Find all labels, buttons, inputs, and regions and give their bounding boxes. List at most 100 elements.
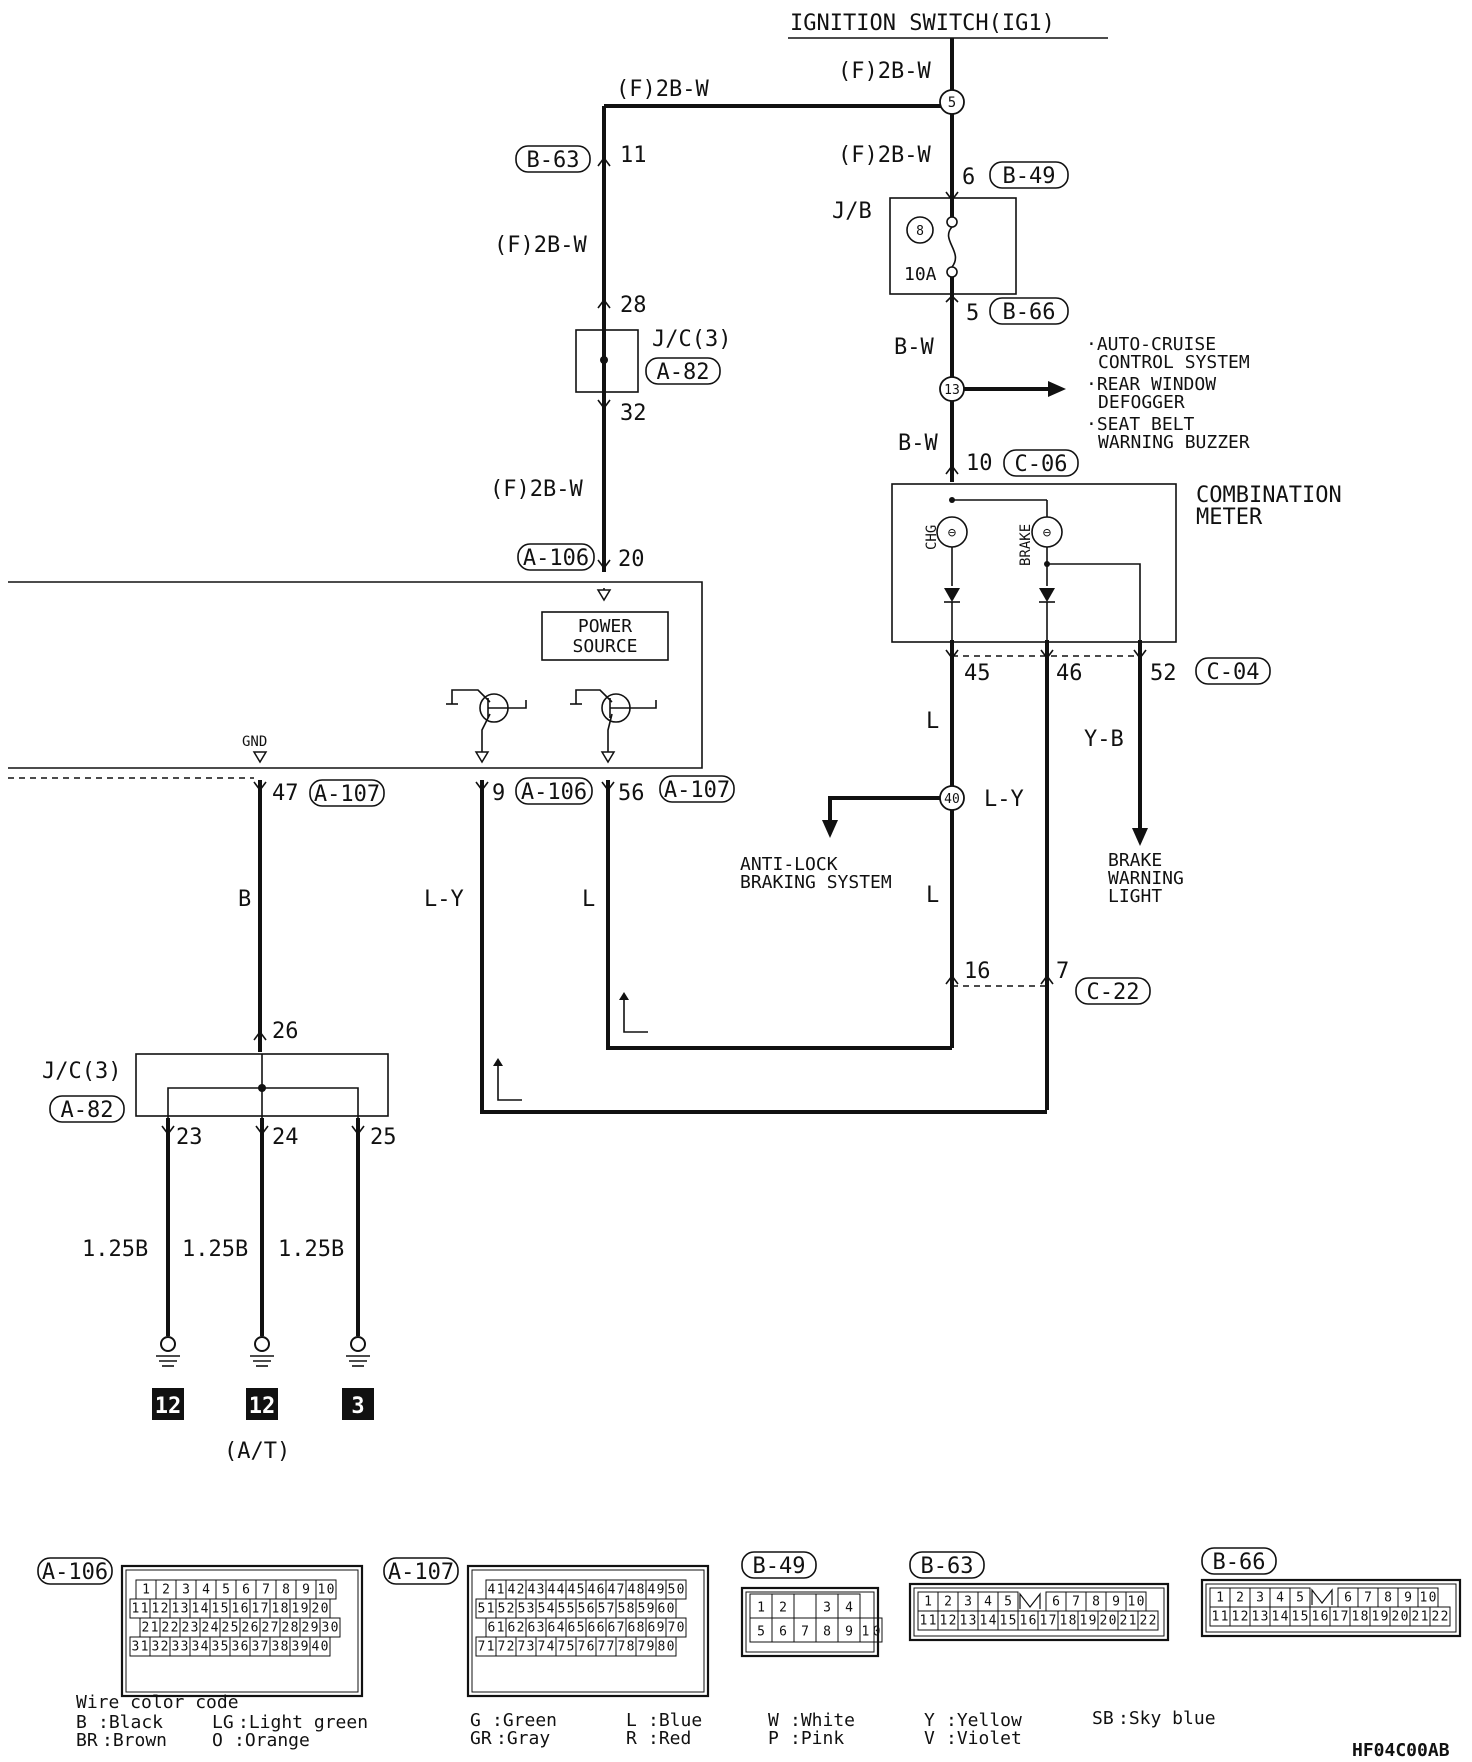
pin-label: 4 [1276, 1591, 1284, 1606]
pin-label: 79 [638, 1640, 655, 1655]
svg-text:A-82: A-82 [657, 360, 710, 385]
svg-text:25: 25 [370, 1125, 397, 1150]
pin-label: 14 [192, 1602, 209, 1617]
pin-label: 7 [1364, 1591, 1372, 1606]
ground-icon: 12 [246, 1336, 278, 1420]
gnd-label: GND [242, 734, 267, 750]
pin-label: 16 [1312, 1610, 1329, 1625]
svg-text:46: 46 [1056, 661, 1083, 686]
svg-text:20: 20 [618, 547, 645, 572]
label-ly-1: L-Y [984, 787, 1024, 812]
svg-text:45: 45 [964, 661, 991, 686]
destinations: ·AUTO-CRUISE CONTROL SYSTEM ·REAR WINDOW… [740, 334, 1250, 907]
pin-label: 25 [222, 1621, 239, 1636]
label-l-1: L [926, 709, 939, 734]
pin-label: 9 [845, 1624, 853, 1639]
pin-label: 1 [757, 1600, 765, 1615]
pin-label: 18 [1352, 1610, 1369, 1625]
pin-label: 28 [282, 1621, 299, 1636]
legend-code: SB [1092, 1708, 1114, 1729]
tag-a82-top: A-82 [645, 357, 721, 385]
pin-label: 58 [618, 1602, 635, 1617]
legend-code: G [470, 1710, 481, 1731]
legend-code: O [212, 1730, 223, 1751]
svg-text:COMBINATION: COMBINATION [1196, 483, 1342, 508]
label-125b-3: 1.25B [278, 1237, 344, 1262]
pin-label: 3 [823, 1600, 831, 1615]
pin-label: 70 [668, 1621, 685, 1636]
svg-text:7: 7 [1056, 959, 1069, 984]
pin-label: 7 [801, 1624, 809, 1639]
svg-text:·REAR WINDOW: ·REAR WINDOW [1086, 374, 1216, 395]
svg-text:SOURCE: SOURCE [572, 636, 637, 657]
combination-meter: COMBINATION METER ⊖ CHG ⊖ BRAKE [891, 483, 1342, 657]
junction-block: J/B 8 10A [832, 197, 1017, 296]
pin-label: 19 [1080, 1614, 1097, 1629]
pin-label: 10 [1420, 1591, 1437, 1606]
pin-label: 17 [1332, 1610, 1349, 1625]
pin-label: 5 [757, 1624, 765, 1639]
pin-label: 9 [1404, 1591, 1412, 1606]
pin-label: 18 [1060, 1614, 1077, 1629]
svg-text:BRAKE: BRAKE [1018, 524, 1034, 566]
pin-label: 17 [252, 1602, 269, 1617]
legend-color-name: :Violet [946, 1728, 1022, 1749]
tag-a82-bottom: A-82 [49, 1095, 125, 1123]
svg-text:47: 47 [272, 781, 299, 806]
pin-label: 10 [862, 1624, 881, 1639]
pin-label: 2 [779, 1600, 787, 1615]
wire-branch-40 [828, 796, 940, 822]
pin-label: 1 [142, 1583, 150, 1598]
pin-label: 4 [984, 1595, 992, 1610]
legend-code: P [768, 1728, 779, 1749]
svg-text:5: 5 [948, 95, 956, 111]
svg-text:METER: METER [1196, 505, 1263, 530]
pin-label: 5 [1004, 1595, 1012, 1610]
pin-label: 35 [212, 1640, 229, 1655]
pin-label: 47 [608, 1583, 625, 1598]
label-f2bw-3: (F)2B-W [838, 143, 931, 168]
pin-label: 29 [302, 1621, 319, 1636]
label-bw-2: B-W [898, 431, 938, 456]
pin-label: 39 [292, 1640, 309, 1655]
pin-label: 40 [312, 1640, 329, 1655]
tag-b66: B-66 [989, 297, 1069, 325]
pin-label: 12 [1232, 1610, 1249, 1625]
pin-label: 17 [1040, 1614, 1057, 1629]
svg-text:C-22: C-22 [1087, 980, 1140, 1005]
pin-label: 1 [1216, 1591, 1224, 1606]
svg-text:A-107: A-107 [664, 778, 730, 803]
pin-label: 43 [528, 1583, 545, 1598]
svg-text:DEFOGGER: DEFOGGER [1098, 392, 1185, 413]
svg-text:C-06: C-06 [1015, 452, 1068, 477]
svg-text:B-66: B-66 [1003, 300, 1056, 325]
label-f2bw-2: (F)2B-W [616, 77, 709, 102]
junction-40: 40 [939, 785, 965, 811]
pin-label: 60 [658, 1602, 675, 1617]
pin-label: 11 [920, 1614, 937, 1629]
pin-label: 2 [1236, 1591, 1244, 1606]
svg-text:40: 40 [944, 792, 960, 807]
pin-label: 5 [222, 1583, 230, 1598]
svg-text:32: 32 [620, 401, 647, 426]
svg-text:J/B: J/B [832, 199, 872, 224]
svg-text:26: 26 [272, 1019, 299, 1044]
pin-label: 59 [638, 1602, 655, 1617]
pin-label: 45 [568, 1583, 585, 1598]
legend-code: R [626, 1728, 637, 1749]
svg-text:12: 12 [155, 1394, 182, 1419]
svg-text:J/C(3): J/C(3) [652, 327, 731, 352]
joint-connector-bottom: J/C(3) [42, 1053, 389, 1118]
route-mark-icon [497, 1064, 522, 1101]
pin-label: 78 [618, 1640, 635, 1655]
pin-label: 14 [1272, 1610, 1289, 1625]
pin-label: 16 [232, 1602, 249, 1617]
pin-label: 10 [318, 1583, 335, 1598]
route-mark-icon [623, 998, 648, 1033]
svg-text:WARNING BUZZER: WARNING BUZZER [1098, 432, 1250, 453]
pin-label: 7 [1072, 1595, 1080, 1610]
